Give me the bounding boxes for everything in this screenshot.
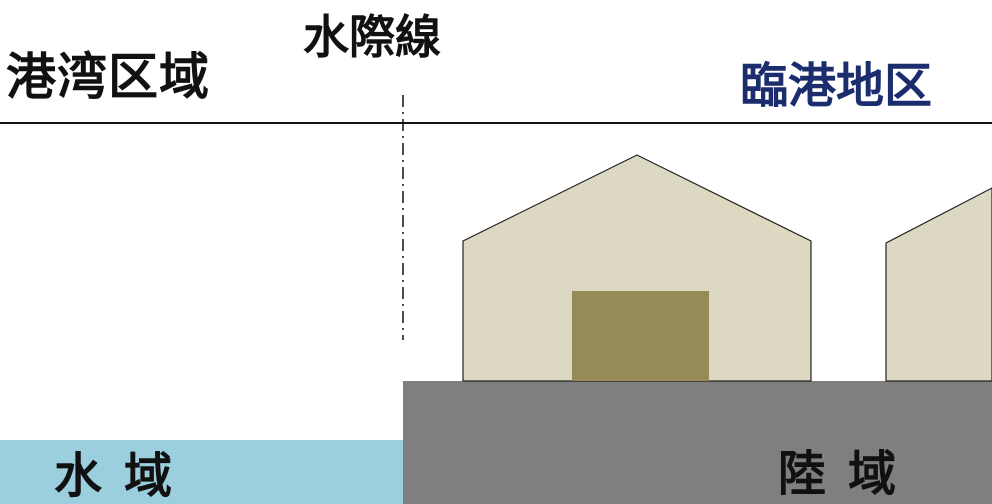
land-area — [403, 381, 992, 504]
warehouse-building — [462, 154, 812, 382]
warehouse-door — [572, 291, 709, 381]
water-area-label: 水域 — [54, 448, 195, 504]
harbor-district-label: 臨港地区 — [740, 58, 933, 114]
warehouse-building-partial — [885, 187, 992, 382]
waterline-label: 水際線 — [303, 10, 441, 64]
port-area-label: 港湾区域 — [6, 48, 210, 106]
land-area-label: 陸域 — [778, 446, 919, 502]
water-area — [0, 440, 403, 504]
